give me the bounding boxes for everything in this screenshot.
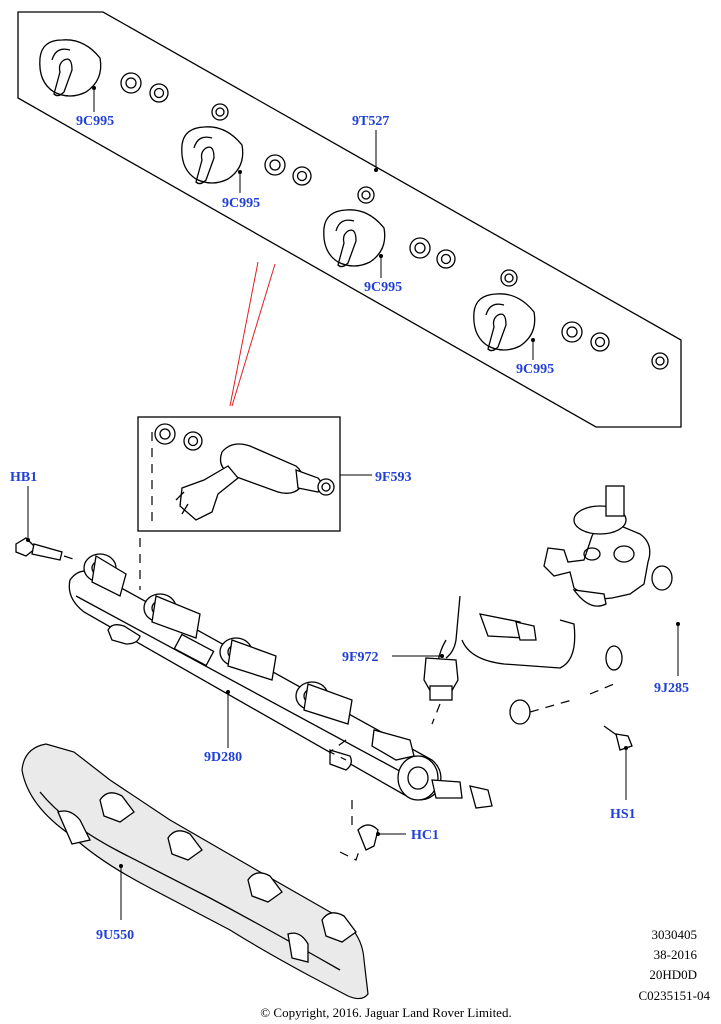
pressure-sensor-9f972	[392, 595, 461, 725]
fuel-rail	[68, 538, 463, 801]
fuel-pipe	[469, 565, 684, 809]
callout-9f972[interactable]: 9F972	[342, 650, 379, 665]
callout-hs1[interactable]: HS1	[610, 807, 636, 822]
clip-hc1	[339, 800, 406, 861]
callout-9c995-1[interactable]: 9C995	[76, 114, 114, 129]
kit-leader-lines	[92, 86, 535, 360]
reference-code-3: 20HD0D	[649, 967, 697, 982]
callout-9u550[interactable]: 9U550	[96, 928, 134, 943]
wiring-harness-connector	[461, 613, 576, 669]
callout-9f593[interactable]: 9F593	[375, 470, 412, 485]
callout-hb1[interactable]: HB1	[10, 470, 37, 485]
injector-detail-box	[137, 416, 372, 532]
reference-code-block: 3030405 38-2016 20HD0D C0235151-04	[639, 927, 711, 1003]
callout-9c995-3[interactable]: 9C995	[364, 280, 402, 295]
reference-code-1: 3030405	[652, 927, 698, 942]
screw-hs1	[603, 725, 633, 800]
clip-seal-group-1	[39, 39, 169, 103]
red-reference-lines	[229, 261, 276, 407]
reference-code-2: 38-2016	[654, 947, 698, 962]
clip-seal-group-4	[473, 269, 669, 370]
injector-seal-kit-panel	[17, 11, 682, 428]
callout-9j285[interactable]: 9J285	[654, 681, 689, 696]
reference-code-4: C0235151-04	[639, 988, 711, 1003]
callout-9c995-2[interactable]: 9C995	[222, 196, 260, 211]
fuel-rail-cover	[21, 743, 369, 1000]
callout-9c995-4[interactable]: 9C995	[516, 362, 554, 377]
callout-hc1[interactable]: HC1	[411, 828, 439, 843]
callout-9d280[interactable]: 9D280	[204, 750, 242, 765]
callout-9t527[interactable]: 9T527	[352, 114, 389, 129]
clip-seal-group-2	[181, 103, 312, 186]
high-pressure-fuel-pump	[543, 485, 651, 607]
copyright-notice: © Copyright, 2016. Jaguar Land Rover Lim…	[260, 1005, 511, 1020]
bolt-hb1	[15, 486, 77, 561]
clip-seal-group-3	[323, 186, 456, 269]
